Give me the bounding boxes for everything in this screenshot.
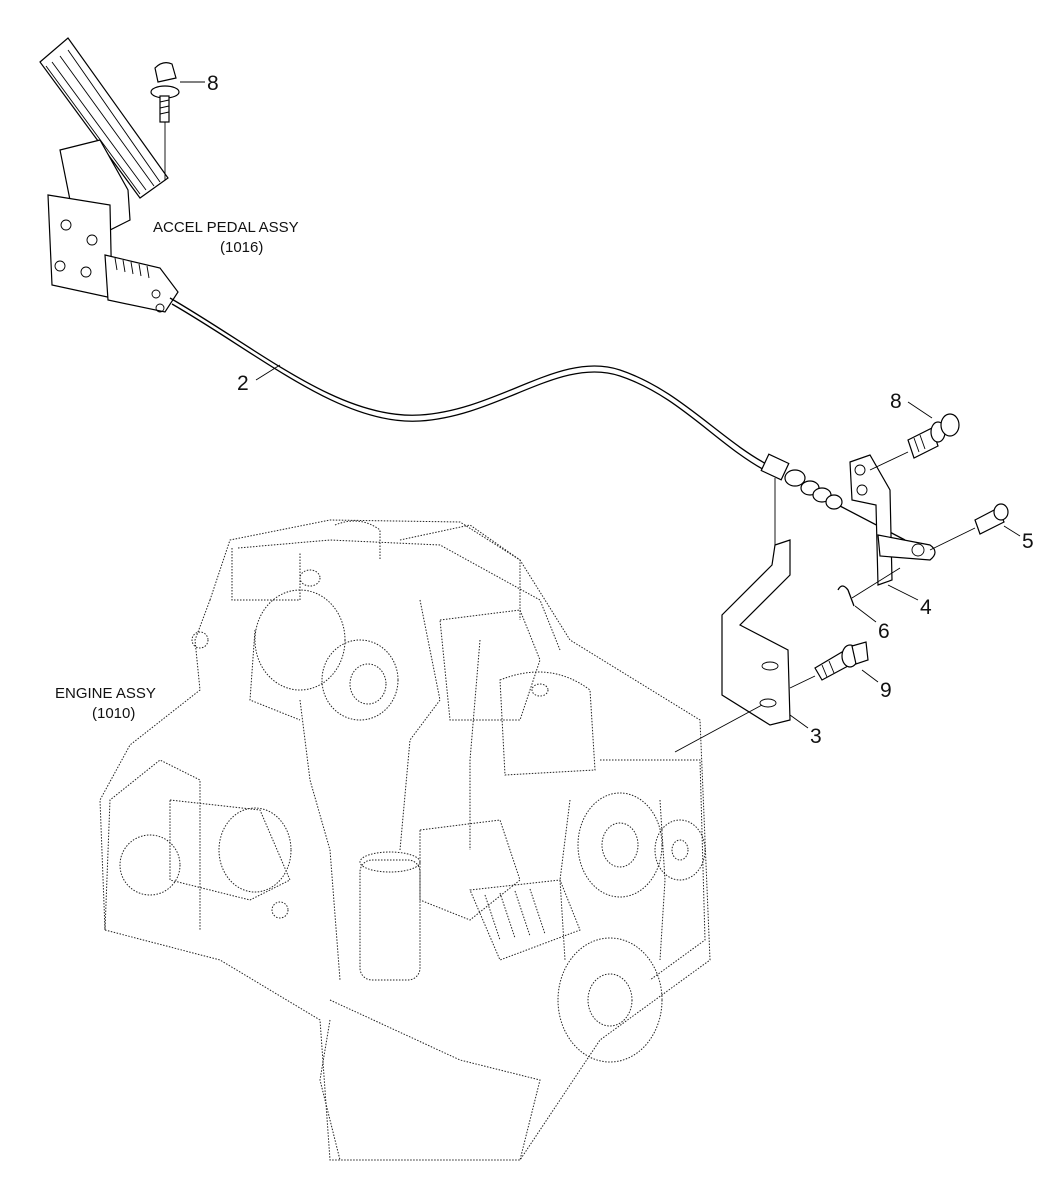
engine-assembly — [99, 519, 711, 1161]
leader-lever-bracket — [887, 584, 919, 601]
leader-pin — [1003, 525, 1021, 537]
bracket-mount-line — [674, 704, 763, 753]
bracket-bolt — [789, 641, 869, 689]
accel-pedal-assembly — [39, 37, 179, 313]
engine-assembly-name: ENGINE ASSY — [55, 685, 156, 702]
callout-lever-bolt: 8 — [890, 390, 902, 413]
clevis-pin — [929, 503, 1009, 551]
leader-cable-bracket — [789, 714, 809, 729]
callout-cable: 2 — [237, 372, 249, 395]
callout-pedal-bolt: 8 — [207, 72, 219, 95]
callout-bracket-bolt: 9 — [880, 679, 892, 702]
lever-bracket — [849, 454, 936, 586]
leader-cable — [255, 364, 281, 381]
cotter-pin — [837, 567, 901, 607]
leader-bracket-bolt — [861, 669, 879, 683]
pedal-pad-grip — [45, 49, 161, 195]
pedal-assembly-name: ACCEL PEDAL ASSY — [153, 219, 299, 236]
pedal-assembly-code: (1016) — [220, 239, 263, 256]
leader-lever-bolt — [907, 401, 933, 419]
callout-lever-bracket: 4 — [920, 596, 932, 619]
callout-cotter-pin: 6 — [878, 620, 890, 643]
lever-bolt — [869, 413, 960, 471]
callout-pin: 5 — [1022, 530, 1034, 553]
engine-assembly-code: (1010) — [92, 705, 135, 722]
cable-end-fitting — [760, 453, 906, 545]
leader-cotter-pin — [854, 605, 877, 623]
pedal-bolt — [150, 62, 180, 180]
cable-bracket — [721, 539, 791, 726]
accelerator-cable — [169, 297, 771, 473]
callout-cable-bracket: 3 — [810, 725, 822, 748]
